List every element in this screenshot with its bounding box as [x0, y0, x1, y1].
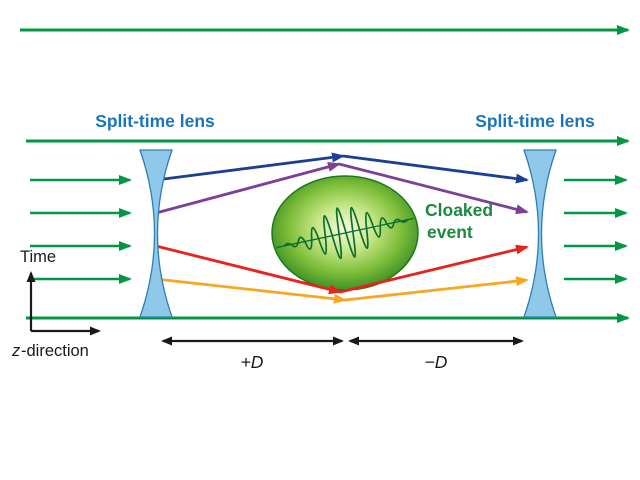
z-axis-label-suffix: -direction — [21, 342, 89, 360]
outer-top-ray-left — [155, 152, 345, 182]
pulse-axis-line — [276, 217, 414, 249]
split-time-lens-left-label: Split-time lens — [95, 111, 215, 131]
split-time-lens-right — [523, 149, 557, 318]
split-time-lens-right-label: Split-time lens — [475, 111, 595, 131]
split-time-lens-left — [139, 149, 173, 318]
input-rays — [30, 175, 132, 284]
outer-bottom-ray-right — [344, 276, 529, 302]
inner-top-ray-left — [155, 162, 341, 215]
inner-top-ray-right — [338, 162, 529, 215]
cloaked-event-label-line1: Cloaked — [425, 200, 493, 220]
time-axis-label: Time — [20, 248, 56, 266]
pulse-group — [276, 206, 414, 260]
pulse-waveform — [283, 206, 409, 260]
diverging-rays — [155, 152, 529, 304]
inner-bottom-ray-left — [155, 244, 342, 295]
z-axis-label-prefix: z — [11, 342, 21, 360]
plus-d-label: +D — [241, 352, 264, 372]
cloaked-event-label-line2: event — [427, 222, 473, 242]
axes — [26, 271, 101, 336]
background-rays — [20, 25, 630, 323]
outer-top-ray-right — [342, 154, 529, 184]
outer-bottom-ray-left — [155, 277, 347, 304]
inner-bottom-ray-right — [339, 244, 529, 294]
output-rays — [564, 175, 628, 284]
minus-d-label: −D — [425, 352, 448, 372]
